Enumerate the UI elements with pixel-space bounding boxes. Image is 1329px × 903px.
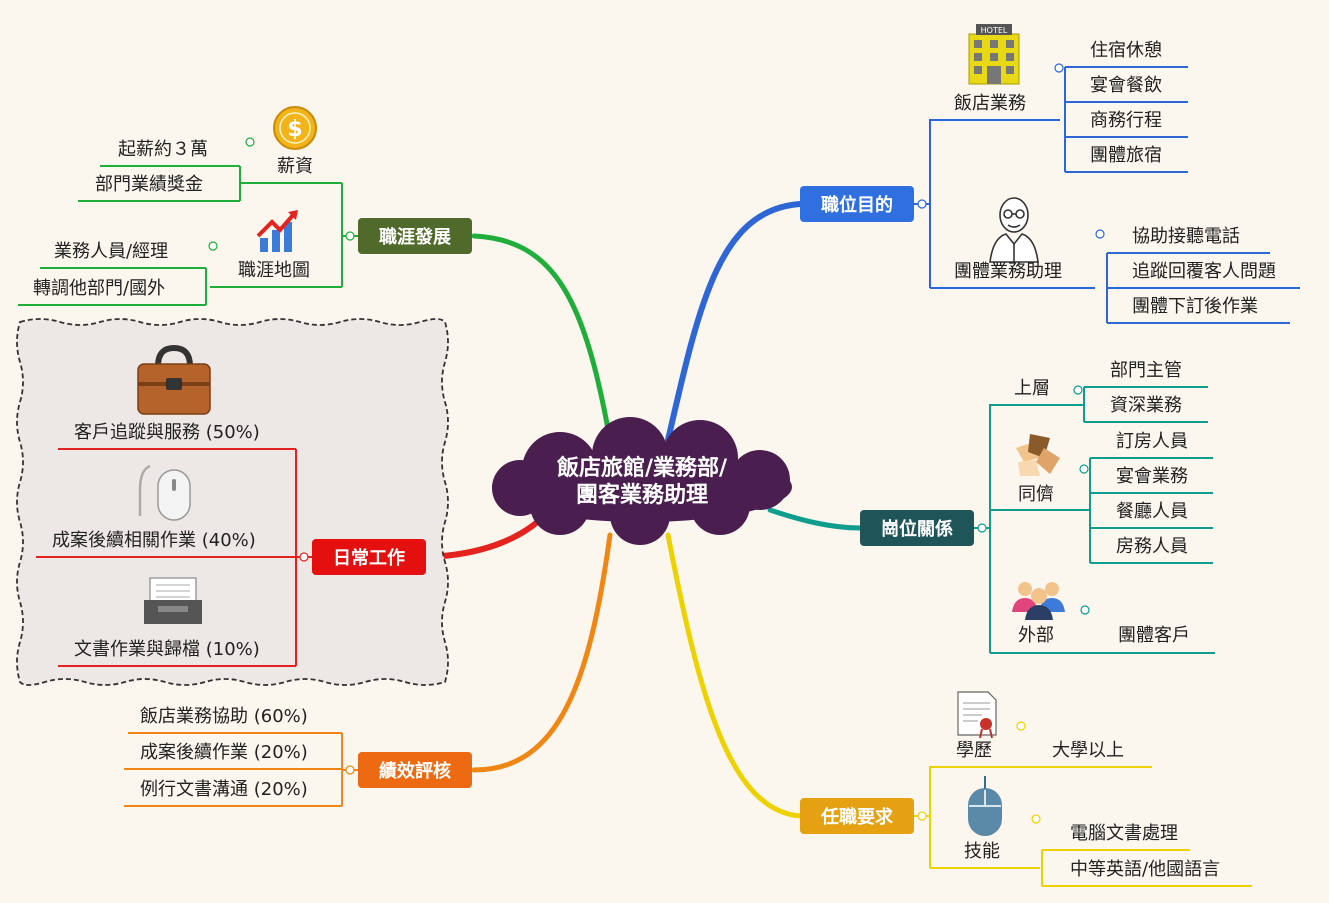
hotel-item-2[interactable]: 宴會餐飲 <box>1090 75 1162 96</box>
performance-lines <box>124 732 358 807</box>
peers-item-1[interactable]: 訂房人員 <box>1116 431 1188 452</box>
salary-item-1[interactable]: 起薪約３萬 <box>118 139 208 160</box>
peers-item-3[interactable]: 餐廳人員 <box>1116 501 1188 522</box>
education-label[interactable]: 學歷 <box>956 740 992 761</box>
performance-collapse-dot[interactable] <box>345 765 355 775</box>
upper-label[interactable]: 上層 <box>1014 378 1050 399</box>
center-cloud <box>492 417 792 545</box>
performance-item-1[interactable]: 飯店業務協助 (60%) <box>140 706 308 727</box>
upper-collapse-dot[interactable] <box>1073 385 1083 395</box>
topic-relations[interactable]: 崗位關係 <box>860 510 974 546</box>
main-branches <box>425 201 863 819</box>
daily-boundary <box>16 318 449 686</box>
center-title-line1: 飯店旅館/業務部/ <box>556 456 728 481</box>
assistant-item-3[interactable]: 團體下訂後作業 <box>1132 296 1258 317</box>
skills-item-2[interactable]: 中等英語/他國語言 <box>1070 859 1221 880</box>
branch-relations <box>767 507 863 531</box>
assistant-label[interactable]: 團體業務助理 <box>954 261 1062 282</box>
briefcase-icon <box>137 344 211 415</box>
topic-daily[interactable]: 日常工作 <box>312 539 426 575</box>
external-collapse-dot[interactable] <box>1080 605 1090 615</box>
daily-item-1[interactable]: 客戶追蹤與服務 (50%) <box>74 422 260 443</box>
skills-item-1[interactable]: 電腦文書處理 <box>1070 823 1178 844</box>
education-collapse-dot[interactable] <box>1016 721 1026 731</box>
topic-requirements[interactable]: 任職要求 <box>800 798 914 834</box>
career-map-item-2[interactable]: 轉調他部門/國外 <box>33 278 166 299</box>
upper-item-2[interactable]: 資深業務 <box>1110 395 1182 416</box>
requirements-lines <box>914 766 1252 887</box>
purpose-collapse-dot[interactable] <box>917 199 927 209</box>
people-group-icon <box>1012 582 1065 620</box>
diploma-certificate-icon <box>957 691 997 739</box>
dollar-sign: $ <box>287 117 302 142</box>
salary-collapse-dot[interactable] <box>245 137 255 147</box>
joined-hands-icon <box>1016 434 1060 476</box>
branch-purpose <box>665 201 803 443</box>
external-item-1[interactable]: 團體客戶 <box>1118 625 1190 646</box>
daily-collapse-dot[interactable] <box>299 552 309 562</box>
requirements-collapse-dot[interactable] <box>917 811 927 821</box>
peers-item-2[interactable]: 宴會業務 <box>1116 466 1188 487</box>
topic-purpose[interactable]: 職位目的 <box>800 186 914 222</box>
hotel-building-icon <box>968 24 1020 85</box>
salary-label[interactable]: 薪資 <box>277 156 313 177</box>
branch-requirements <box>665 532 803 819</box>
skills-label[interactable]: 技能 <box>964 841 1000 862</box>
daily-item-2[interactable]: 成案後續相關作業 (40%) <box>52 530 256 551</box>
peers-label[interactable]: 同儕 <box>1018 484 1054 505</box>
hotel-item-4[interactable]: 團體旅宿 <box>1090 145 1162 166</box>
hotel-business-label[interactable]: 飯店業務 <box>954 93 1026 114</box>
document-tray-icon <box>144 577 202 624</box>
mouse-device-icon <box>138 464 191 521</box>
external-label[interactable]: 外部 <box>1018 625 1054 646</box>
performance-item-3[interactable]: 例行文書溝通 (20%) <box>140 779 308 800</box>
assistant-collapse-dot[interactable] <box>1095 229 1105 239</box>
performance-item-2[interactable]: 成案後續作業 (20%) <box>140 742 308 763</box>
assistant-item-1[interactable]: 協助接聽電話 <box>1132 226 1240 247</box>
hotel-item-1[interactable]: 住宿休憩 <box>1090 40 1162 61</box>
computer-mouse-icon <box>968 776 1002 836</box>
daily-lines <box>36 448 312 667</box>
assistant-person-icon <box>989 197 1039 263</box>
career-collapse-dot[interactable] <box>345 231 355 241</box>
relations-lines <box>974 386 1215 654</box>
growth-chart-icon <box>256 210 298 252</box>
center-topic[interactable]: 飯店旅館/業務部/ 團客業務助理 <box>532 455 752 509</box>
hotel-item-3[interactable]: 商務行程 <box>1090 110 1162 131</box>
career-map-label[interactable]: 職涯地圖 <box>238 260 310 281</box>
career-lines <box>18 165 358 306</box>
hotel-collapse-dot[interactable] <box>1054 63 1064 73</box>
daily-item-3[interactable]: 文書作業與歸檔 (10%) <box>74 639 260 660</box>
salary-item-2[interactable]: 部門業績獎金 <box>95 174 203 195</box>
topic-career[interactable]: 職涯發展 <box>358 218 472 254</box>
career-map-item-1[interactable]: 業務人員/經理 <box>54 241 169 262</box>
peers-collapse-dot[interactable] <box>1079 464 1089 474</box>
assistant-item-2[interactable]: 追蹤回覆客人問題 <box>1132 261 1276 282</box>
skills-collapse-dot[interactable] <box>1031 814 1041 824</box>
relations-collapse-dot[interactable] <box>977 523 987 533</box>
education-item-1[interactable]: 大學以上 <box>1052 740 1124 761</box>
peers-item-4[interactable]: 房務人員 <box>1116 536 1188 557</box>
hotel-icon-sign: HOTEL <box>981 26 1008 35</box>
dollar-coin-icon <box>273 106 317 150</box>
branch-career <box>471 233 613 443</box>
upper-item-1[interactable]: 部門主管 <box>1110 360 1182 381</box>
center-title-line2: 團客業務助理 <box>575 483 708 508</box>
map-collapse-dot[interactable] <box>208 241 218 251</box>
topic-performance[interactable]: 績效評核 <box>358 752 472 788</box>
branch-performance <box>471 532 613 773</box>
purpose-lines <box>914 66 1300 324</box>
